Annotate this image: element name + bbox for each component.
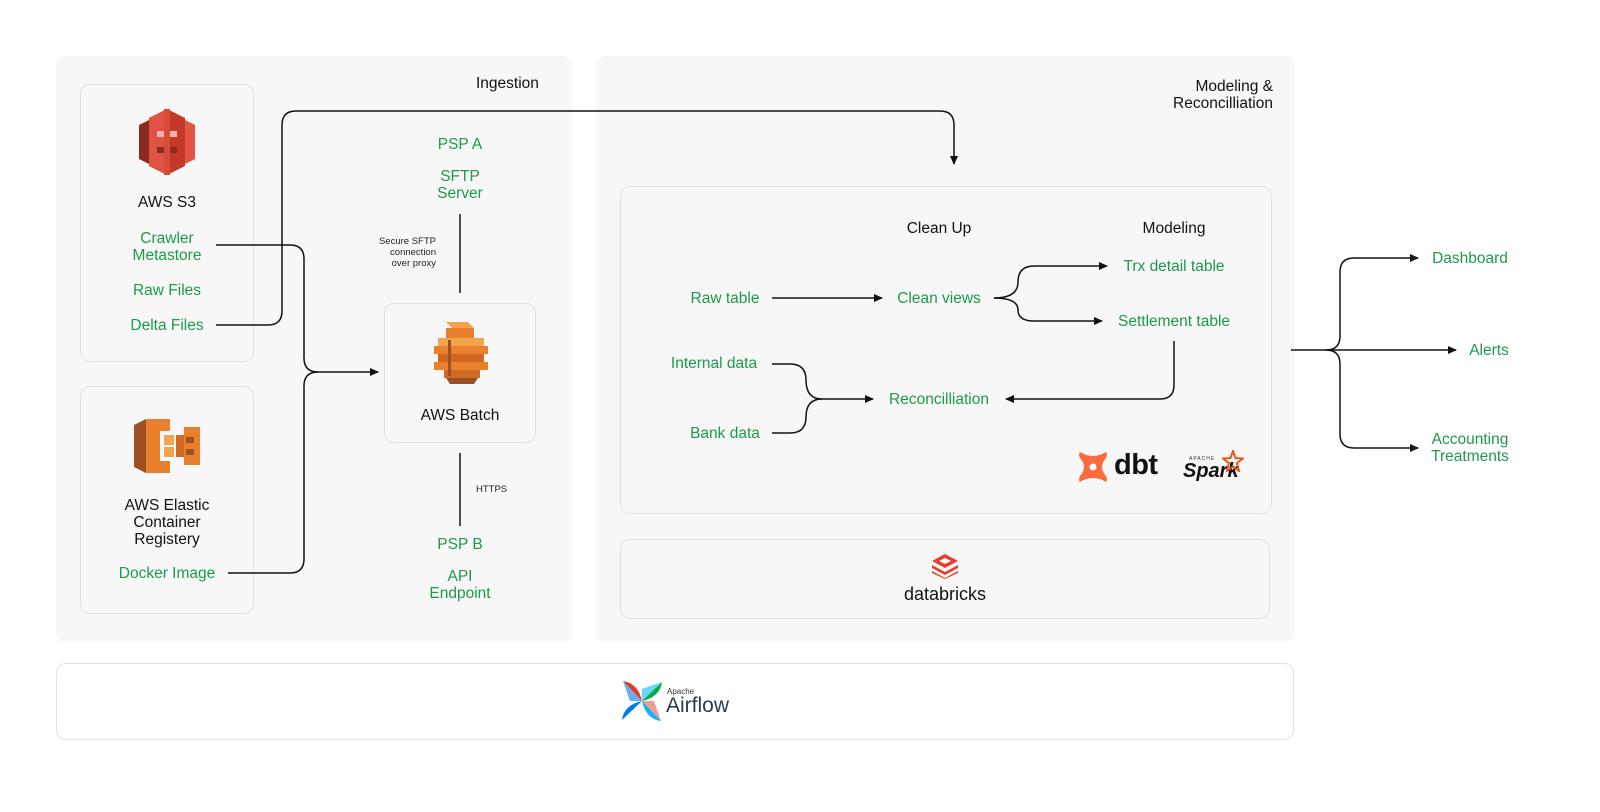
internal-data-node: Internal data	[670, 355, 758, 372]
spark-small-text: APACHE	[1189, 456, 1216, 462]
modeling-inner-card	[620, 186, 1272, 514]
clean-views-node: Clean views	[897, 290, 981, 307]
databricks-logo-text: databricks	[903, 584, 987, 604]
internal-to-recon-line	[772, 363, 874, 403]
aws-ecr-icon	[134, 419, 200, 473]
psp-b-label: PSP B	[437, 536, 483, 553]
sftp-server-label: SFTP Server	[437, 168, 483, 202]
airflow-card	[56, 663, 1294, 740]
https-label: HTTPS	[476, 484, 508, 495]
dbt-logo-text: dbt	[1114, 449, 1158, 481]
trx-detail-table-node: Trx detail table	[1123, 258, 1225, 275]
bank-to-recon-line	[772, 398, 823, 434]
settlement-table-node: Settlement table	[1117, 313, 1231, 330]
crawler-to-batch-line	[216, 244, 379, 376]
dbt-logo-icon	[1079, 452, 1107, 482]
model-to-accounting-arrow	[1325, 349, 1419, 452]
docker-image-label: Docker Image	[118, 565, 216, 582]
raw-files-label: Raw Files	[132, 282, 202, 299]
airflow-pinwheel-icon	[622, 681, 662, 721]
crawler-metastore-label: Crawler Metastore	[132, 230, 202, 264]
databricks-card	[620, 539, 1270, 619]
airflow-small-text: Apache	[667, 687, 695, 696]
spark-star-icon	[1222, 450, 1244, 472]
psp-a-label: PSP A	[437, 136, 483, 153]
delta-files-label: Delta Files	[130, 317, 204, 334]
aws-batch-label: AWS Batch	[420, 407, 500, 424]
spark-logo-text: Spark	[1183, 460, 1239, 482]
modeling-title: Modeling & Reconcilliation	[1173, 78, 1273, 112]
bank-data-node: Bank data	[690, 425, 760, 442]
model-to-dashboard-arrow	[1325, 254, 1419, 351]
alerts-output: Alerts	[1469, 342, 1509, 359]
ingestion-title: Ingestion	[476, 75, 539, 92]
cleanup-column-header: Clean Up	[906, 220, 972, 237]
aws-batch-icon	[434, 322, 488, 384]
databricks-logo-icon	[932, 554, 958, 579]
s3-label: AWS S3	[138, 194, 196, 211]
api-endpoint-label: API Endpoint	[429, 568, 491, 602]
clean-to-trx-arrow	[993, 262, 1108, 299]
delta-to-modeling-line	[216, 110, 958, 326]
dashboard-output: Dashboard	[1432, 250, 1508, 267]
airflow-logo-text: Airflow	[666, 694, 730, 717]
docker-to-batch-line	[228, 371, 319, 574]
settlement-to-recon-arrow	[1005, 341, 1175, 403]
ecr-label: AWS Elastic Container Registery	[124, 497, 210, 548]
modeling-column-header: Modeling	[1142, 220, 1206, 237]
clean-to-settlement-arrow	[993, 297, 1103, 325]
sftp-connection-note: Secure SFTP connection over proxy	[378, 236, 436, 269]
accounting-treatments-output: Accounting Treatments	[1431, 431, 1509, 465]
aws-s3-icon	[139, 109, 195, 175]
raw-table-node: Raw table	[690, 290, 760, 307]
reconcilliation-node: Reconcilliation	[889, 391, 989, 408]
